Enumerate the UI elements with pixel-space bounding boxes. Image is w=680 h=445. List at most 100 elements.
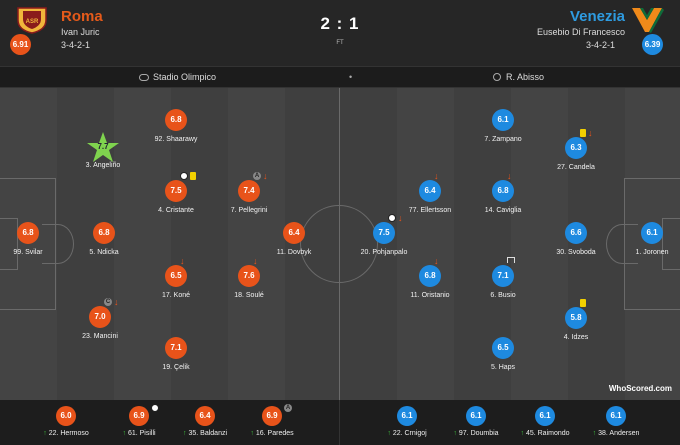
info-separator: •	[349, 72, 353, 82]
home-substitute[interactable]: 6.4↑35. Baldanzi	[165, 406, 245, 437]
player-name: 77. Ellertsson	[408, 207, 452, 214]
player-name: 30. Svoboda	[556, 249, 596, 256]
away-player[interactable]: 7.5↓20. Pohjanpalo	[344, 214, 424, 257]
player-rating: 6.1	[466, 406, 486, 426]
home-team-name[interactable]: Roma	[61, 8, 103, 25]
sub-info: ↑97. Doumbia	[436, 430, 516, 437]
player-name: 14. Caviglia	[484, 207, 522, 214]
away-substitute[interactable]: 6.1 ↑45. Raimondo	[505, 406, 585, 437]
player-name: 6. Busio	[490, 292, 516, 299]
captain-icon: C	[104, 298, 112, 306]
player-name: 16. Paredes	[255, 430, 294, 437]
player-rating: 7.1	[492, 265, 514, 287]
away-substitute[interactable]: 6.1↑38. Andersen	[576, 406, 656, 437]
player-rating: 6.5	[165, 265, 187, 287]
pitch-stripe	[397, 88, 454, 400]
player-event-icons: ↓	[388, 214, 405, 224]
venezia-crest-icon[interactable]	[629, 6, 665, 34]
away-player[interactable]: 6.3↓27. Candela	[536, 129, 616, 172]
player-name: 22. Hermoso	[48, 430, 89, 437]
sub-on-icon: ↑	[520, 430, 524, 437]
man-of-the-match-star-icon: 7.7	[86, 131, 120, 163]
player-name: 61. Pisilli	[127, 430, 156, 437]
away-substitute[interactable]: 6.1 ↑97. Doumbia	[436, 406, 516, 437]
sub-off-icon: ↓	[507, 171, 512, 181]
sub-off-icon: ↓	[434, 256, 439, 266]
player-name: 4. Cristante	[158, 207, 194, 214]
sub-info: ↑38. Andersen	[576, 430, 656, 437]
sub-off-icon: ↓	[588, 128, 593, 138]
assist-icon: A	[253, 172, 261, 180]
player-event-icons: ↓	[253, 257, 260, 267]
goal-icon	[180, 172, 188, 180]
goal-icon	[151, 404, 159, 412]
sub-info: ↑61. Pisilli	[99, 430, 179, 437]
sub-off-icon: ↓	[263, 171, 268, 181]
sub-info: ↑35. Baldanzi	[165, 430, 245, 437]
goal-icon	[388, 214, 396, 222]
player-rating: 6.9	[129, 406, 149, 426]
whistle-icon	[493, 73, 501, 81]
player-name: 45. Raimondo	[525, 430, 570, 437]
home-player[interactable]: 6.5↓17. Koné	[136, 257, 216, 300]
player-rating: 6.8	[419, 265, 441, 287]
away-penalty-arc	[606, 224, 638, 264]
referee-label: R. Abisso	[506, 72, 545, 82]
player-name: 20. Pohjanpalo	[360, 249, 408, 256]
player-name: 27. Candela	[557, 164, 595, 171]
away-player[interactable]: 6.6 30. Svoboda	[536, 222, 616, 256]
player-name: 18. Soulé	[234, 292, 264, 299]
home-substitute[interactable]: 6.0↑22. Hermoso	[26, 406, 106, 437]
player-rating: 7.7	[97, 142, 109, 151]
player-rating: 6.4	[283, 222, 305, 244]
sub-off-icon: ↓	[114, 297, 119, 307]
player-name: 97. Doumbia	[458, 430, 499, 437]
venue: Stadio Olimpico	[139, 72, 216, 82]
player-name: 23. Mancini	[82, 333, 118, 340]
roma-crest-icon[interactable]: ASR	[14, 6, 50, 34]
player-name: 99. Svilar	[13, 249, 43, 256]
player-rating: 6.6	[565, 222, 587, 244]
away-player[interactable]: 6.8↓14. Caviglia	[463, 172, 543, 215]
away-player[interactable]: 6.8↓ 11. Oristanio	[390, 257, 470, 300]
away-player[interactable]: 6.4↓77. Ellertsson	[390, 172, 470, 215]
sub-info: ↑22. Crnigoj	[367, 430, 447, 437]
player-name: 11. Oristanio	[410, 292, 450, 299]
sub-on-icon: ↑	[43, 430, 47, 437]
player-event-icons: A	[284, 404, 294, 414]
player-event-icons: ↓	[434, 257, 441, 267]
player-rating: 6.5	[492, 337, 514, 359]
player-rating: 7.6	[238, 265, 260, 287]
yellow-card-icon	[190, 172, 196, 180]
home-goal-area	[0, 218, 18, 270]
player-rating: 6.1	[535, 406, 555, 426]
away-player[interactable]: 7.1 6. Busio	[463, 257, 543, 299]
away-team-name[interactable]: Venezia	[569, 8, 625, 25]
stadium-icon	[139, 74, 149, 81]
player-name: 7. Pellegrini	[230, 207, 268, 214]
sub-off-icon: ↓	[180, 256, 185, 266]
home-substitute[interactable]: 6.9 ↑61. Pisilli	[99, 404, 179, 437]
player-rating: 6.8	[93, 222, 115, 244]
home-formation: 3-4-2-1	[61, 40, 91, 50]
yellow-card-icon	[580, 129, 586, 137]
player-rating: 6.1	[641, 222, 663, 244]
sub-on-icon: ↑	[250, 430, 254, 437]
home-player[interactable]: 7.6↓ 18. Soulé	[209, 257, 289, 300]
away-substitute[interactable]: 6.1↑22. Crnigoj	[367, 406, 447, 437]
